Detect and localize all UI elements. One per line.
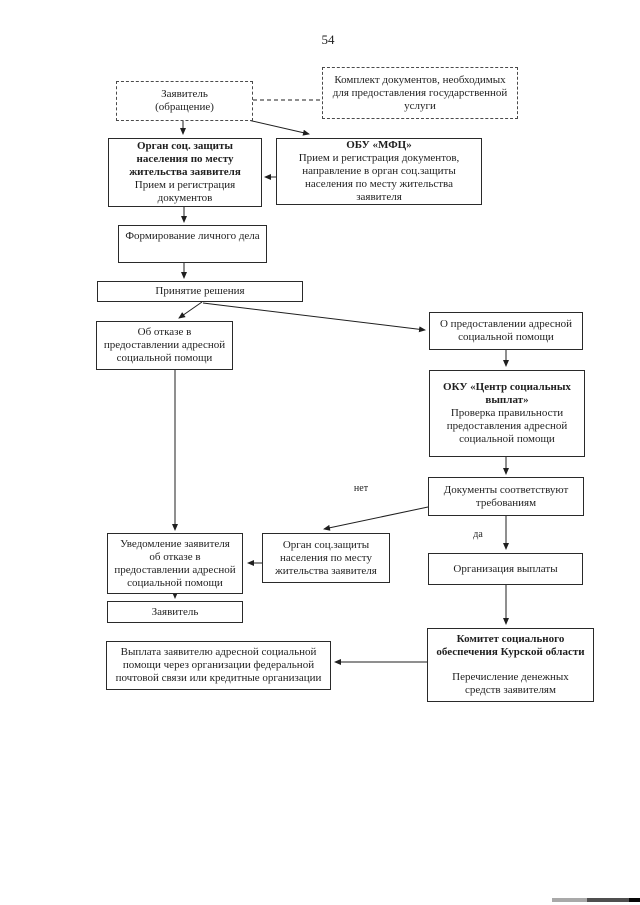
node-refusal-notice: Уведомление заявителя об отказе в предос…: [107, 533, 243, 594]
arrow-decision-to-refusal: [178, 301, 203, 319]
node-social-committee: Комитет социального обеспечения Курской …: [427, 628, 594, 702]
node-social-protection-body-2-label: Орган соц.защиты населения по месту жите…: [275, 538, 377, 577]
node-docs-compliant-label: Документы соответствуют требованиям: [443, 483, 569, 509]
node-personal-file: Формирование личного дела: [118, 225, 267, 263]
node-payment-to-applicant: Выплата заявителю адресной социальной по…: [106, 641, 331, 690]
node-social-protection-body-text: Прием и регистрация документов: [134, 179, 236, 204]
node-social-protection-body-title: Орган соц. защиты населения по месту жит…: [129, 140, 241, 178]
node-decision: Принятие решения: [97, 281, 303, 302]
node-personal-file-label: Формирование личного дела: [125, 230, 260, 242]
node-payment-organization: Организация выплаты: [428, 553, 583, 585]
node-applicant-label: Заявитель (обращение): [155, 88, 214, 113]
node-payments-center: ОКУ «Центр социальных выплат» Проверка п…: [429, 370, 585, 457]
node-applicant-2: Заявитель: [107, 601, 243, 623]
node-applicant: Заявитель (обращение): [116, 81, 253, 121]
edge-label-no: нет: [353, 483, 369, 494]
node-applicant-2-label: Заявитель: [151, 605, 199, 618]
node-decision-label: Принятие решения: [155, 285, 245, 297]
node-documents-package: Комплект документов, необходимых для пре…: [322, 67, 518, 119]
node-social-committee-text: Перечисление денежных средств заявителям: [452, 671, 569, 696]
node-social-protection-body-2: Орган соц.защиты населения по месту жите…: [262, 533, 390, 583]
arrow-applicant-to-mfc: [247, 119, 310, 136]
node-mfc-text: Прием и регистрация документов, направле…: [298, 152, 460, 203]
node-payments-center-text: Проверка правильности предоставления адр…: [446, 407, 568, 445]
node-social-protection-body: Орган соц. защиты населения по месту жит…: [108, 138, 262, 207]
node-payment-to-applicant-label: Выплата заявителю адресной социальной по…: [115, 646, 322, 684]
scan-artifact-bar: [552, 898, 587, 902]
node-payment-organization-label: Организация выплаты: [453, 562, 558, 575]
arrow-decision-to-provision: [202, 302, 426, 333]
node-refusal-label: Об отказе в предоставлении адресной соци…: [103, 326, 226, 364]
node-mfc: ОБУ «МФЦ» Прием и регистрация документов…: [276, 138, 482, 205]
node-documents-package-label: Комплект документов, необходимых для пре…: [332, 73, 508, 112]
scan-artifact-bar: [587, 898, 629, 902]
node-social-committee-title: Комитет социального обеспечения Курской …: [436, 633, 585, 658]
node-provision: О предоставлении адресной социальной пом…: [429, 312, 583, 350]
node-refusal-notice-label: Уведомление заявителя об отказе в предос…: [114, 537, 236, 589]
node-provision-label: О предоставлении адресной социальной пом…: [439, 318, 573, 343]
node-mfc-title: ОБУ «МФЦ»: [346, 139, 412, 151]
edge-label-yes: да: [473, 529, 483, 540]
page-number: 54: [321, 32, 335, 47]
node-docs-compliant: Документы соответствуют требованиям: [428, 477, 584, 516]
scan-artifact-bar: [629, 898, 640, 902]
node-payments-center-title: ОКУ «Центр социальных выплат»: [443, 381, 571, 406]
arrow-docs-compliant-no-branch: [323, 506, 429, 531]
node-refusal: Об отказе в предоставлении адресной соци…: [96, 321, 233, 370]
